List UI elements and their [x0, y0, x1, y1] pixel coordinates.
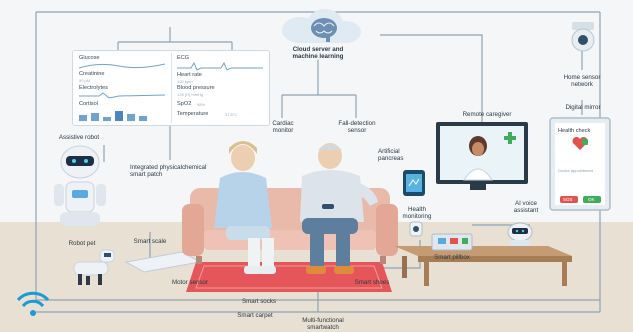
smart-pillbox-device: [431, 233, 473, 251]
plus-icon: [504, 132, 516, 144]
heart-rate-label: Heart rate: [177, 72, 202, 78]
smart-pillbox-label: Smart pillbox: [434, 254, 470, 261]
remote-caregiver-screen: [436, 122, 528, 190]
fall-detection-sensor-label: Fall-detection sensor: [338, 120, 376, 134]
temperature-value: 37.5°C: [225, 112, 238, 117]
electrolytes-trace: [79, 92, 165, 99]
assistive-robot-label: Assistive robot: [58, 134, 100, 141]
cortisol-label: Cortisol: [79, 101, 98, 107]
creatinine-value: 90 μM: [79, 78, 91, 83]
assistive-robot-figure: [54, 145, 106, 226]
creatinine-label: Creatinine: [79, 71, 105, 77]
spo2-label: SpO2: [177, 101, 192, 107]
motor-sensor-label: Motor sensor: [171, 279, 209, 286]
robot-pet-label: Robot pet: [68, 240, 96, 247]
glucose-trace: [79, 63, 165, 69]
mirror-buttons: [560, 196, 601, 203]
smart-scale-label: Smart scale: [133, 238, 167, 245]
camera-icon: [571, 22, 595, 52]
panel-divider: [171, 53, 172, 123]
blood-pressure-value: 125 (R) mmHg: [177, 92, 204, 97]
wifi-icon: [16, 291, 50, 316]
smart-patch-readout-panel: Glucose Creatinine 90 μM Electrolytes Co…: [72, 50, 270, 126]
cortisol-bars: [79, 111, 147, 121]
electrolytes-label: Electrolytes: [79, 85, 108, 91]
mirror-title: Health check: [558, 128, 591, 134]
remote-caregiver-label: Remote caregiver: [462, 111, 512, 118]
smart-socks-label: Smart socks: [241, 298, 277, 305]
digital-mirror-label: Digital mirror: [565, 104, 601, 111]
ecg-trace: [177, 62, 263, 71]
woman-figure: [214, 141, 276, 274]
ecg-label: ECG: [177, 55, 190, 61]
health-monitoring-label: Health monitoring: [402, 206, 432, 220]
smart-shoes-label: Smart shoes: [354, 279, 390, 286]
brain-icon: [311, 18, 337, 42]
ai-voice-assistant-label: AI voice assistant: [513, 200, 539, 214]
health-monitor-device: [409, 221, 423, 237]
temperature-label: Temperature: [177, 111, 209, 117]
cloud-server-label: Cloud server and machine learning: [292, 46, 344, 60]
smart-patch-label: Integrated physicalchemical smart patch: [130, 164, 207, 178]
mirror-ok-label: OK: [588, 197, 595, 202]
spo2-value: 98%: [197, 102, 206, 107]
glucose-label: Glucose: [79, 55, 100, 61]
heart-icon: [572, 136, 588, 150]
man-figure: [300, 143, 378, 274]
smartwatch-label: Multi-functional smartwatch: [302, 317, 344, 331]
blood-pressure-label: Blood pressure: [177, 85, 215, 91]
ai-voice-assistant-device: [507, 222, 533, 246]
artificial-pancreas-tablet: [403, 170, 425, 196]
smart-carpet-label: Smart carpet: [237, 312, 273, 319]
mirror-sos-label: SOS: [563, 197, 573, 202]
home-sensor-network-label: Home sensor network: [563, 74, 601, 88]
heart-rate-value: 100 bpm: [177, 79, 193, 84]
mirror-reminder: Doctor appointment: [558, 168, 593, 173]
artificial-pancreas-label: Artificial pancreas: [378, 148, 404, 162]
robot-pet-figure: [73, 249, 115, 285]
digital-mirror-figure: [549, 117, 611, 211]
cardiac-monitor-label: Cardiac monitor: [272, 120, 294, 134]
